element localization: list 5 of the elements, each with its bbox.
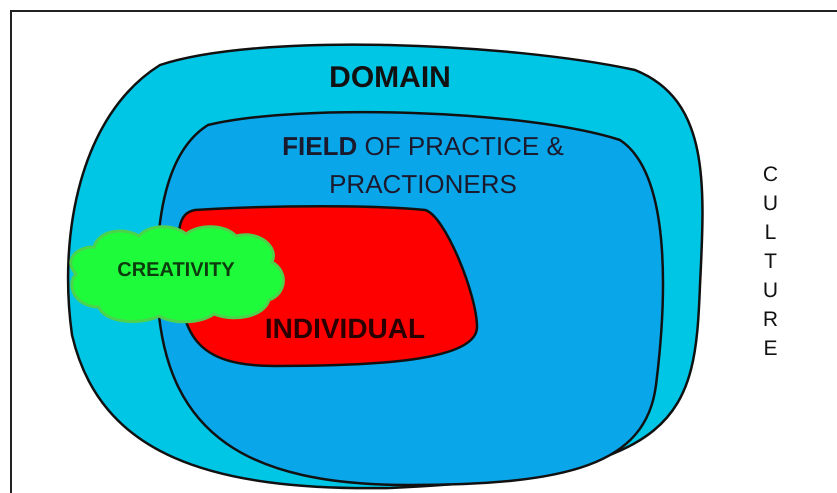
region-label: DOMAIN <box>328 60 452 96</box>
vertical-label: CULTURE <box>762 162 780 362</box>
region-label: FIELD OF PRACTICE & PRACTIONERS <box>281 130 565 201</box>
region-label: INDIVIDUAL <box>264 312 426 346</box>
region-label: CREATIVITY <box>116 258 236 283</box>
